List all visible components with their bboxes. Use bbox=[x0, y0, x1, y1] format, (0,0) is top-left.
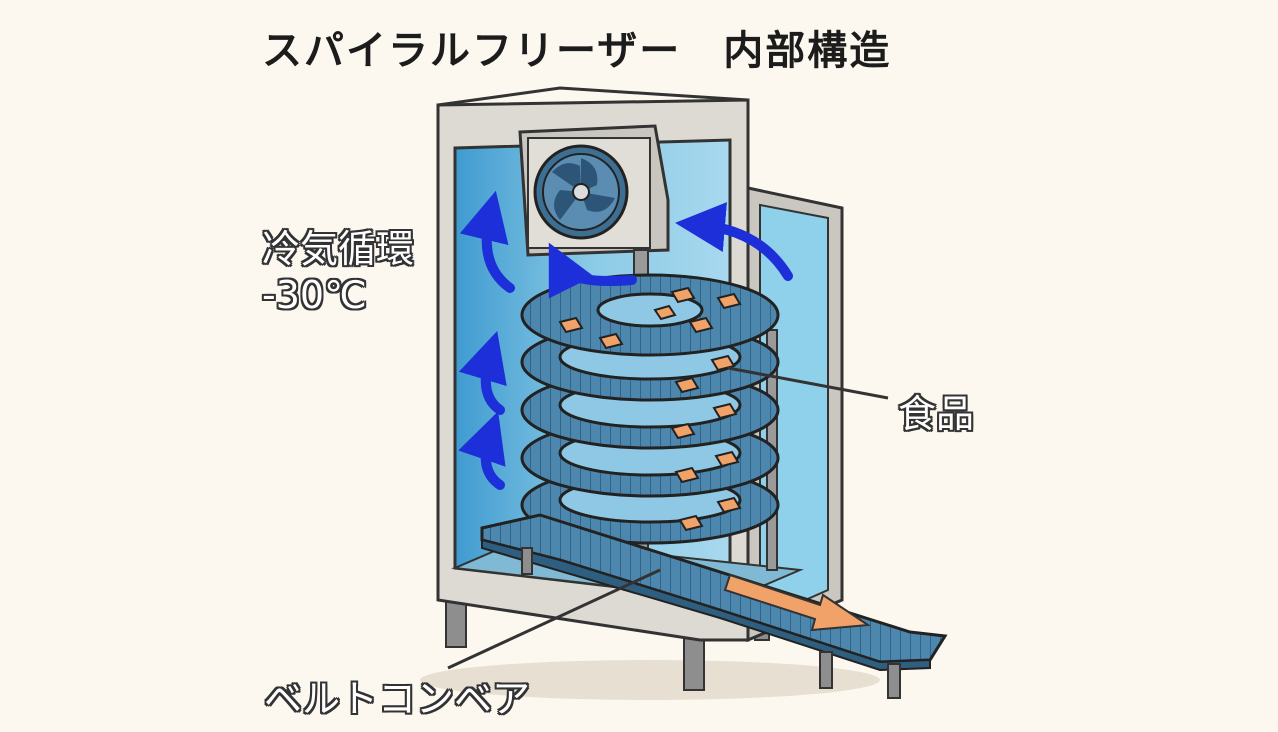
cabinet-top bbox=[437, 86, 749, 107]
floor-shadow bbox=[420, 660, 880, 700]
fan-unit bbox=[518, 124, 670, 257]
food-items bbox=[558, 286, 742, 532]
cold-air-temperature: -30℃ bbox=[262, 273, 367, 317]
spiral-belt bbox=[520, 273, 780, 545]
food-label: 食品 bbox=[898, 392, 975, 436]
cold-air-label-line1: 冷気循環 bbox=[262, 227, 415, 271]
cold-air-label: 冷気循環 -30℃ bbox=[262, 226, 414, 318]
fan-icon bbox=[533, 144, 629, 240]
product-flow-arrow-icon bbox=[723, 573, 871, 632]
page-title: スパイラルフリーザー 内部構造 bbox=[262, 28, 892, 74]
leader-lines bbox=[447, 366, 889, 670]
air-flow-arrow-icon bbox=[458, 190, 793, 490]
conveyor-label: ベルトコンベア bbox=[264, 677, 531, 721]
